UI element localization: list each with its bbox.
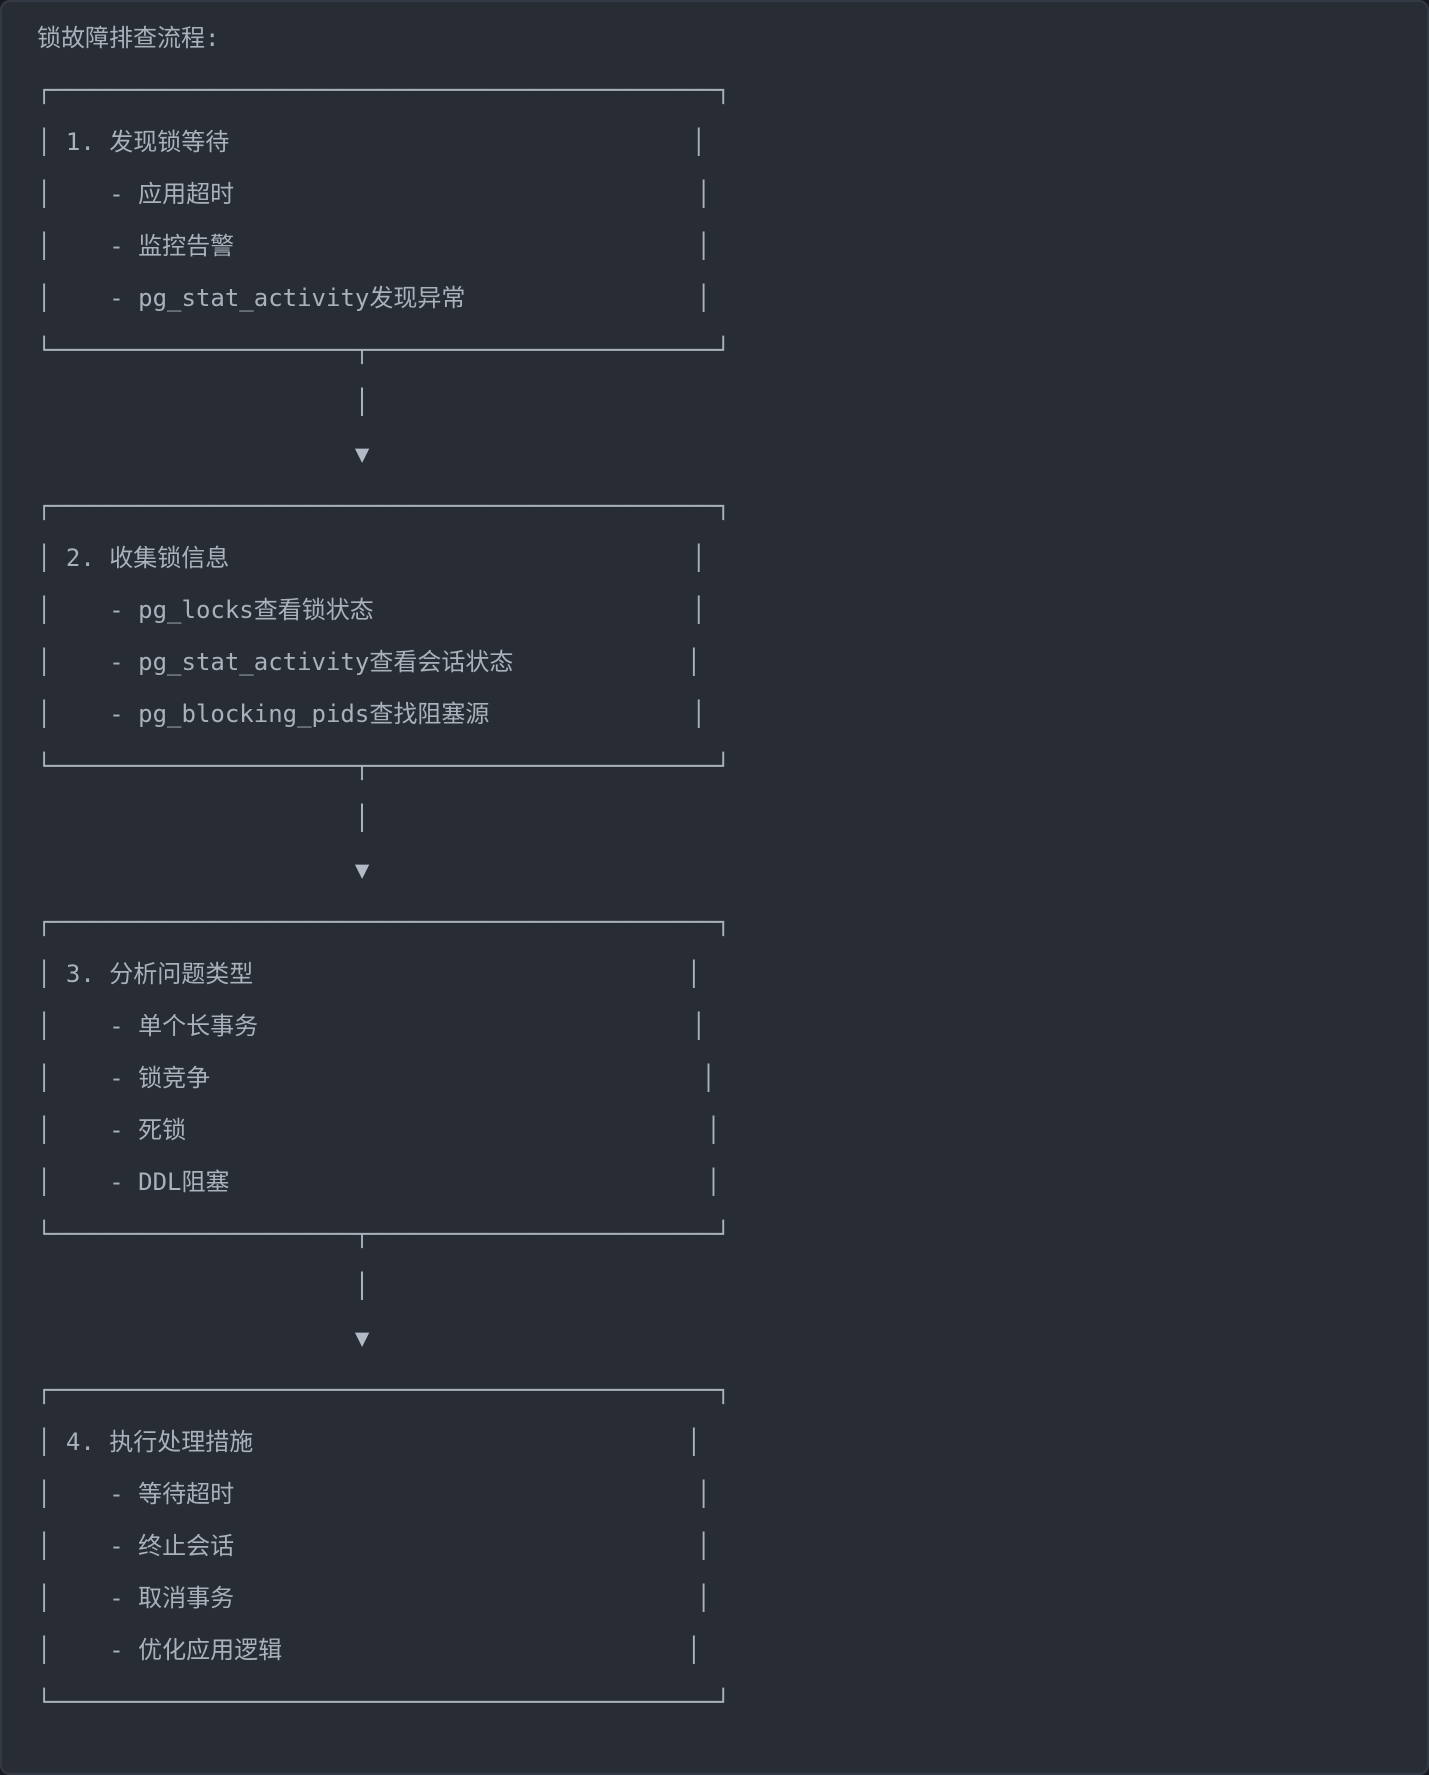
box-1-bottom-border: └─────────────────────┬─────────────────… xyxy=(37,336,731,364)
box-4-item-row-3: │ - 取消事务 │ xyxy=(37,1584,711,1612)
box-4-bottom-border: └───────────────────────────────────────… xyxy=(37,1688,731,1716)
box-2-item-row-1: │ - pg_locks查看锁状态 │ xyxy=(37,596,707,624)
connector-line-2: │ xyxy=(37,804,370,832)
ascii-flowchart: 锁故障排查流程: ┌───────────────────────────────… xyxy=(2,2,1427,1728)
box-3-bottom-border: └─────────────────────┬─────────────────… xyxy=(37,1220,731,1248)
connector-arrow-3: ▼ xyxy=(37,1324,370,1352)
connector-arrow-2: ▼ xyxy=(37,856,370,884)
box-4-title-row: │ 4. 执行处理措施 │ xyxy=(37,1428,702,1456)
box-3-item-row-3: │ - 死锁 │ xyxy=(37,1116,721,1144)
box-4-item-row-4: │ - 优化应用逻辑 │ xyxy=(37,1636,702,1664)
box-2-title-row: │ 2. 收集锁信息 │ xyxy=(37,544,707,572)
box-1-item-row-1: │ - 应用超时 │ xyxy=(37,180,711,208)
box-2-bottom-border: └─────────────────────┬─────────────────… xyxy=(37,752,731,780)
box-2-item-row-2: │ - pg_stat_activity查看会话状态 │ xyxy=(37,648,702,676)
connector-line-3: │ xyxy=(37,1272,370,1300)
box-1-item-row-2: │ - 监控告警 │ xyxy=(37,232,711,260)
connector-arrow-1: ▼ xyxy=(37,440,370,468)
box-2-top-border: ┌───────────────────────────────────────… xyxy=(37,492,731,520)
box-1-top-border: ┌───────────────────────────────────────… xyxy=(37,76,731,104)
box-1-item-row-3: │ - pg_stat_activity发现异常 │ xyxy=(37,284,711,312)
box-4-top-border: ┌───────────────────────────────────────… xyxy=(37,1376,731,1404)
box-3-top-border: ┌───────────────────────────────────────… xyxy=(37,908,731,936)
box-2-item-row-3: │ - pg_blocking_pids查找阻塞源 │ xyxy=(37,700,707,728)
box-3-item-row-1: │ - 单个长事务 │ xyxy=(37,1012,707,1040)
connector-line-1: │ xyxy=(37,388,370,416)
box-3-title-row: │ 3. 分析问题类型 │ xyxy=(37,960,702,988)
box-3-item-row-4: │ - DDL阻塞 │ xyxy=(37,1168,721,1196)
box-1-title-row: │ 1. 发现锁等待 │ xyxy=(37,128,707,156)
box-4-item-row-1: │ - 等待超时 │ xyxy=(37,1480,711,1508)
box-3-item-row-2: │ - 锁竞争 │ xyxy=(37,1064,716,1092)
flow-chart-title: 锁故障排查流程: xyxy=(37,24,220,52)
box-4-item-row-2: │ - 终止会话 │ xyxy=(37,1532,711,1560)
